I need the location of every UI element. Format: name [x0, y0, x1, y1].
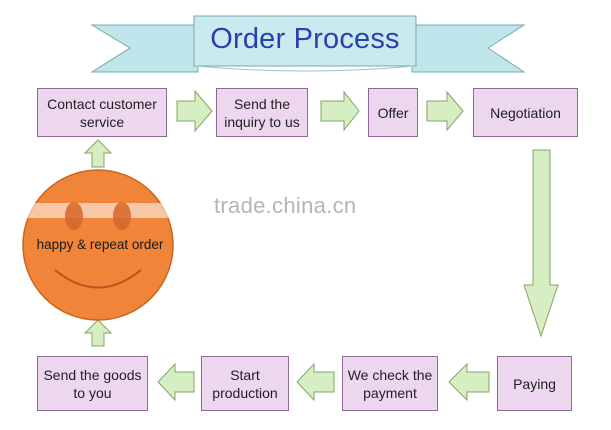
smiley-mouth: [54, 269, 142, 289]
step-negotiation: Negotiation: [473, 88, 578, 137]
banner-main: [193, 15, 417, 67]
arrow-right-1: [176, 89, 213, 133]
step-label: Negotiation: [490, 104, 561, 121]
watermark-text: trade.china.cn: [214, 193, 357, 218]
arrow-down-right-side: [523, 149, 559, 338]
step-paying: Paying: [497, 356, 572, 411]
arrow-up-upper: [83, 139, 113, 168]
banner-left-tail: [90, 24, 199, 73]
arrow-up-lower: [83, 319, 113, 347]
smiley-left-eye: [65, 202, 83, 230]
arrow-left-2: [296, 362, 335, 402]
center-label: happy & repeat order: [36, 237, 164, 252]
page-title: Order Process: [210, 22, 400, 55]
step-offer: Offer: [368, 88, 418, 137]
step-label: Paying: [513, 375, 556, 392]
smiley-right-eye: [113, 202, 131, 230]
arrow-right-2: [320, 90, 360, 132]
arrow-left-3: [157, 362, 195, 402]
watermark-band: [22, 203, 174, 218]
arrow-left-1: [448, 362, 490, 402]
step-label: Offer: [377, 104, 409, 121]
arrow-right-3: [426, 90, 464, 132]
